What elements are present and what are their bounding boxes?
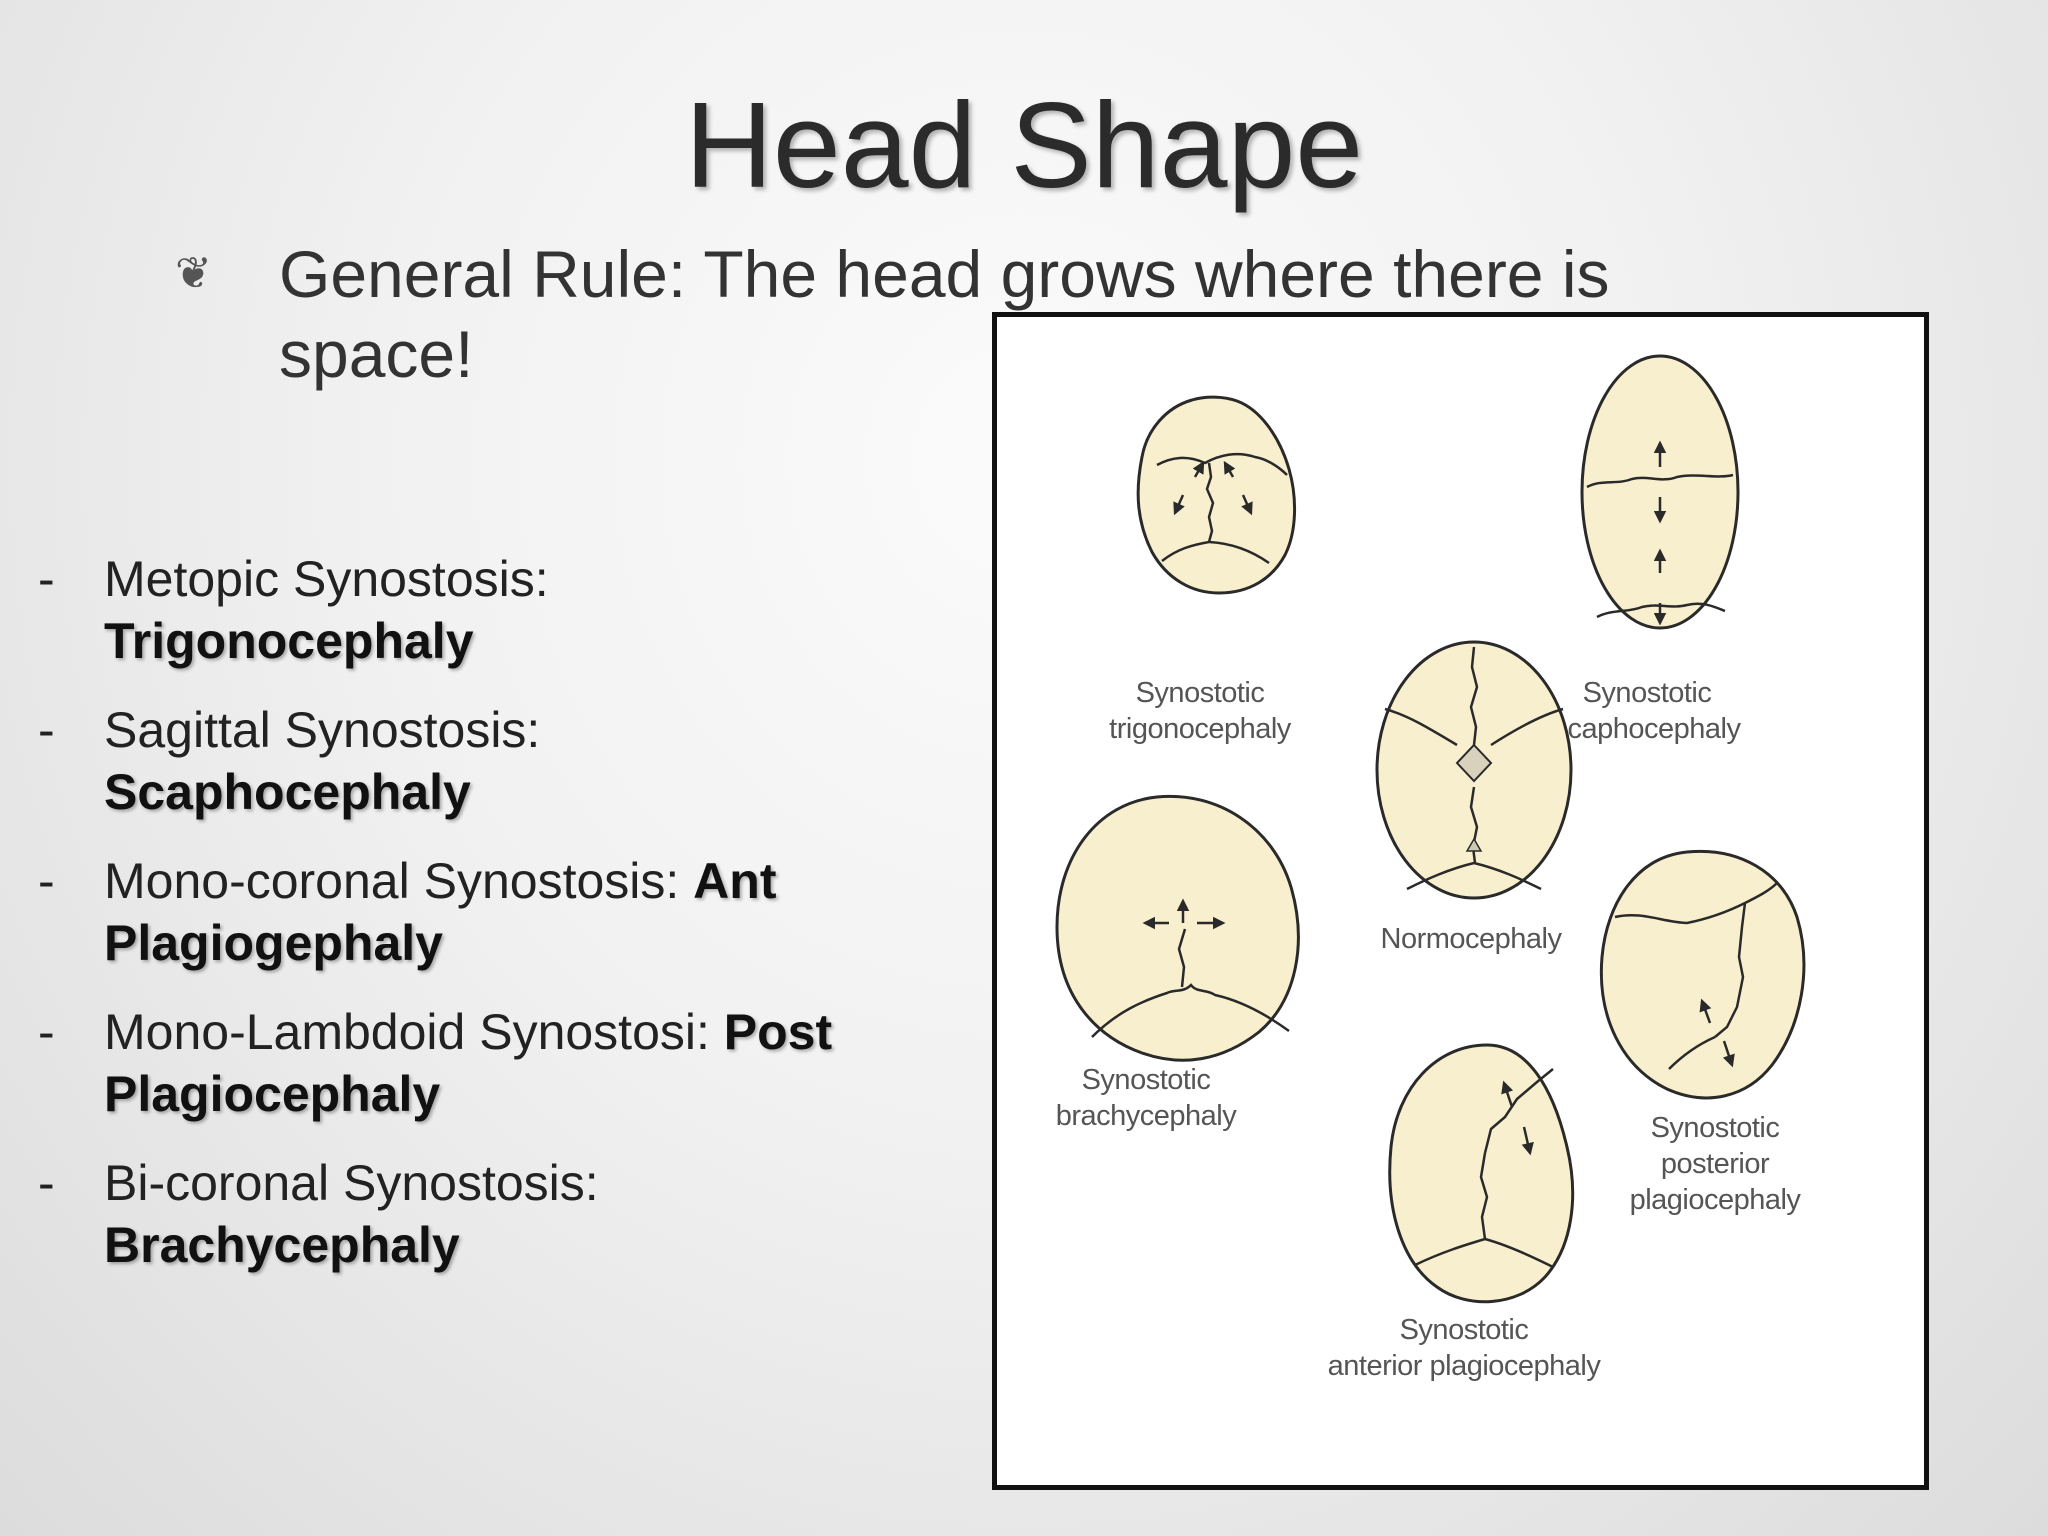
list-dash: -	[38, 853, 55, 909]
label-brachycephaly-line1: Synostotic	[1082, 1064, 1211, 1096]
skull-shapes-figure: Synostotic trigonocephaly Synostotic sca…	[992, 312, 1929, 1490]
list-item: - Mono-coronal Synostosis: Ant Plagiogep…	[0, 850, 900, 974]
skull-normocephaly	[1375, 640, 1573, 900]
skull-brachycephaly	[1055, 794, 1300, 1062]
head-shape-term: Trigonocephaly	[104, 613, 474, 669]
skull-posterior-plagiocephaly	[1599, 849, 1806, 1100]
list-dash: -	[38, 702, 55, 758]
synostosis-list: - Metopic Synostosis: Trigonocephaly - S…	[0, 548, 900, 1303]
label-trigonocephaly-line2: trigonocephaly	[1109, 713, 1292, 745]
head-shape-term: Ant Plagiogephaly	[104, 853, 777, 971]
label-brachycephaly-line2: brachycephaly	[1056, 1100, 1237, 1132]
label-posterior-plagiocephaly-line2: posterior	[1661, 1148, 1770, 1180]
slide-title: Head Shape	[684, 77, 1364, 213]
list-dash: -	[38, 551, 55, 607]
list-dash: -	[38, 1004, 55, 1060]
rule-bullet-icon: ❦	[175, 248, 212, 299]
head-shape-term: Scaphocephaly	[104, 764, 471, 820]
head-shape-term: Post Plagiocephaly	[104, 1004, 833, 1122]
skull-scaphocephaly	[1580, 354, 1740, 630]
skull-anterior-plagiocephaly	[1388, 1043, 1575, 1304]
synostosis-type: Metopic Synostosis:	[104, 551, 549, 607]
head-shape-term: Brachycephaly	[104, 1217, 460, 1273]
list-dash: -	[38, 1155, 55, 1211]
list-item: - Mono-Lambdoid Synostosi: Post Plagioce…	[0, 1001, 900, 1125]
general-rule: ❦ General Rule: The head grows where the…	[175, 234, 1735, 394]
label-posterior-plagiocephaly-line3: plagiocephaly	[1630, 1184, 1802, 1216]
label-scaphocephaly-line1: Synostotic	[1583, 677, 1712, 709]
label-normocephaly: Normocephaly	[1381, 923, 1563, 955]
label-scaphocephaly-line2: scaphocephaly	[1554, 713, 1742, 745]
skull-shapes-diagram: Synostotic trigonocephaly Synostotic sca…	[1055, 354, 1806, 1382]
label-trigonocephaly-line1: Synostotic	[1136, 677, 1265, 709]
general-rule-text: General Rule: The head grows where there…	[279, 237, 1610, 391]
synostosis-type: Mono-Lambdoid Synostosi:	[104, 1004, 724, 1060]
label-anterior-plagiocephaly-line1: Synostotic	[1400, 1314, 1529, 1346]
skull-trigonocephaly	[1136, 395, 1297, 595]
list-item: - Bi-coronal Synostosis: Brachycephaly	[0, 1152, 900, 1276]
label-posterior-plagiocephaly-line1: Synostotic	[1651, 1112, 1780, 1144]
synostosis-type: Sagittal Synostosis:	[104, 702, 541, 758]
list-item: - Sagittal Synostosis: Scaphocephaly	[0, 699, 900, 823]
label-anterior-plagiocephaly-line2: anterior plagiocephaly	[1328, 1350, 1602, 1382]
synostosis-type: Bi-coronal Synostosis:	[104, 1155, 599, 1211]
list-item: - Metopic Synostosis: Trigonocephaly	[0, 548, 900, 672]
synostosis-type: Mono-coronal Synostosis:	[104, 853, 694, 909]
